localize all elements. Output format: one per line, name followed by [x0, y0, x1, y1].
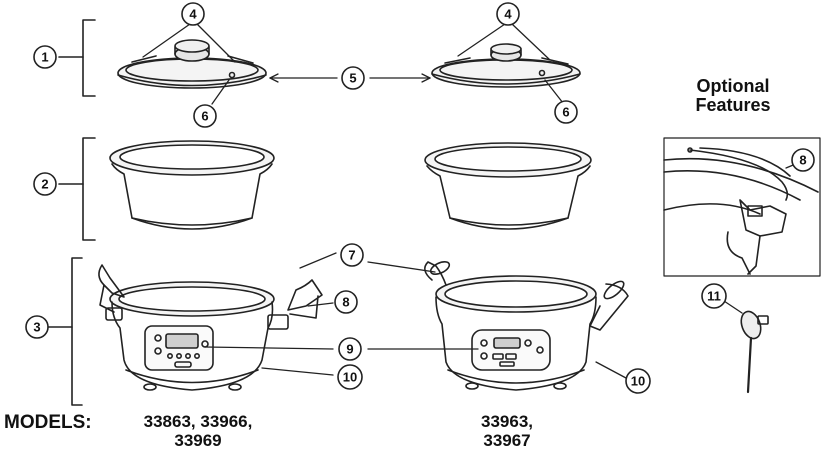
leader-lines	[142, 23, 799, 379]
callout-1: 1	[33, 45, 57, 69]
lid-left	[117, 39, 267, 89]
bracket-lid	[82, 19, 96, 97]
callout-3-number: 3	[33, 320, 40, 335]
callout-2-number: 2	[41, 177, 48, 192]
callout-10-left: 10	[337, 364, 363, 390]
optional-features-heading-line-1: Optional	[696, 76, 770, 96]
crock-left	[109, 140, 275, 230]
callout-8-inset-number: 8	[799, 153, 806, 168]
callout-5: 5	[341, 66, 365, 90]
callout-8-main-number: 8	[342, 295, 349, 310]
models-left-line-2: 33969	[174, 431, 222, 450]
crock-right	[424, 142, 592, 230]
callout-4-left-number: 4	[189, 7, 197, 22]
callout-6-right-number: 6	[562, 105, 569, 120]
callout-4-right-number: 4	[504, 7, 512, 22]
callout-11-number: 11	[707, 289, 721, 304]
callout-3: 3	[25, 315, 49, 339]
models-right-line-2: 33967	[483, 431, 531, 450]
callout-1-number: 1	[41, 50, 48, 65]
callout-4-right: 4	[496, 2, 520, 26]
callout-9: 9	[338, 337, 362, 361]
callout-6-left-number: 6	[201, 109, 208, 124]
callout-8-inset: 8	[791, 148, 815, 172]
callout-4-left: 4	[181, 2, 205, 26]
bracket-crock	[82, 137, 96, 241]
bracket-base	[71, 257, 83, 406]
base-left	[98, 264, 323, 391]
models-label: MODELS:	[4, 412, 92, 433]
callout-10-right-number: 10	[631, 374, 645, 389]
callout-6-left: 6	[193, 104, 217, 128]
callout-2: 2	[33, 172, 57, 196]
models-right-line-1: 33963,	[481, 412, 533, 431]
callout-11: 11	[701, 283, 727, 309]
callout-7: 7	[340, 243, 364, 267]
lid-right	[431, 43, 581, 88]
callout-10-right: 10	[625, 368, 651, 394]
callout-10-left-number: 10	[343, 370, 357, 385]
callout-8-main: 8	[334, 290, 358, 314]
models-left-line-1: 33863, 33966,	[143, 412, 253, 431]
callout-7-number: 7	[348, 248, 355, 263]
base-right	[424, 261, 629, 391]
optional-features-heading-line-2: Features	[695, 95, 771, 115]
callout-5-number: 5	[349, 71, 356, 86]
temperature-probe	[740, 310, 769, 394]
callout-9-number: 9	[346, 342, 353, 357]
callout-6-right: 6	[554, 100, 578, 124]
